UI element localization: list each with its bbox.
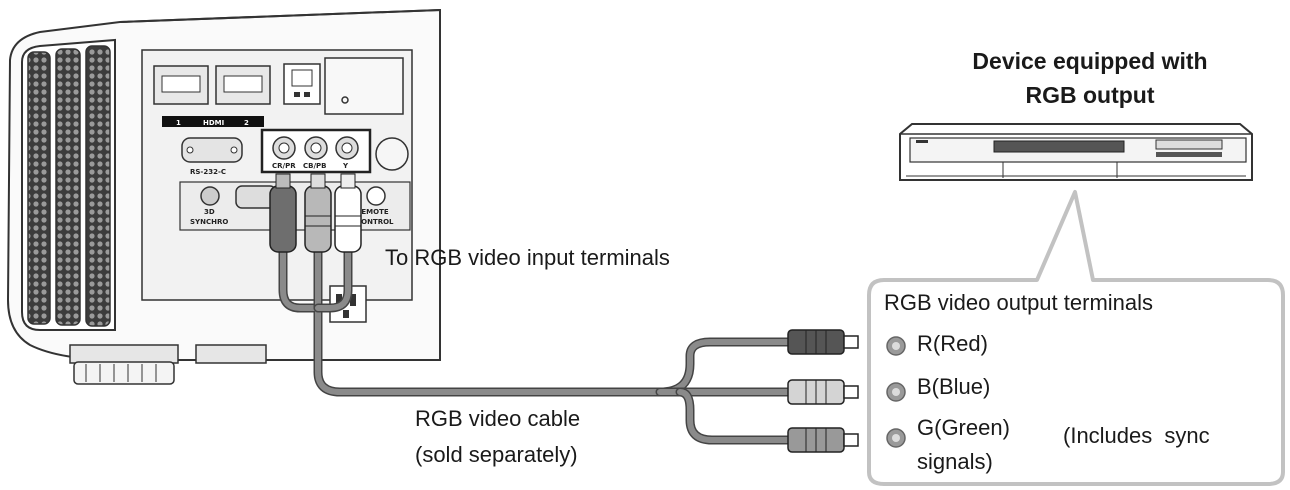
vent-grille: [21, 38, 116, 331]
crpr-text: CR/PR: [272, 162, 296, 170]
cbpb-text: CB/PB: [303, 162, 327, 170]
terminal-panel: 1 HDMI 2 RS-232-C CR/PR CB/PB Y: [141, 49, 413, 323]
plug-y: [334, 185, 362, 253]
blue-terminal-label: B(Blue): [917, 374, 991, 399]
plug-cr: [269, 185, 297, 253]
control-text: CONTROL: [356, 218, 394, 226]
sync-3d-text-2: SYNCHRO: [190, 218, 228, 226]
projector-plugs: [269, 173, 362, 253]
rs232-text: RS-232-C: [190, 168, 226, 176]
device-title-line2: RGB output: [1025, 82, 1155, 108]
plug-cb: [304, 185, 332, 253]
device-plugs: [787, 329, 859, 453]
disc-tray: [993, 140, 1125, 153]
hdmi-2-text: 2: [244, 119, 249, 127]
plug-blue: [787, 379, 859, 405]
green-terminal-label-cont: signals): [917, 449, 993, 474]
hdmi-1-text: 1: [176, 119, 181, 127]
plug-red: [787, 329, 859, 355]
hdmi-label-bar: [162, 116, 264, 127]
remote-port: [366, 186, 386, 206]
synchro-port: [200, 186, 220, 206]
rs232-port: [181, 137, 243, 163]
device-title: Device equipped with RGB output: [940, 44, 1240, 112]
y-text: Y: [342, 162, 349, 170]
sync-note: (Includes sync: [1063, 423, 1210, 448]
sync-3d-text: 3D: [204, 208, 215, 216]
cable-note: (sold separately): [415, 442, 578, 467]
cable-label: RGB video cable: [415, 406, 581, 431]
projector-foot: [69, 344, 267, 385]
output-callout: [867, 190, 1285, 486]
hdmi-text: HDMI: [203, 119, 224, 127]
plug-green: [787, 427, 859, 453]
terminal-jacks: [886, 336, 906, 448]
red-terminal-label: R(Red): [917, 331, 988, 356]
remote-text: REMOTE: [356, 208, 389, 216]
green-terminal-label: G(Green): [917, 415, 1010, 440]
input-terminals-label: To RGB video input terminals: [385, 245, 670, 270]
projector: 1 HDMI 2 RS-232-C CR/PR CB/PB Y: [6, 8, 441, 385]
rgb-device: [899, 123, 1253, 181]
output-terminals-title: RGB video output terminals: [884, 290, 1154, 315]
rgb-cable: [278, 245, 795, 445]
device-title-line1: Device equipped with: [972, 48, 1208, 74]
